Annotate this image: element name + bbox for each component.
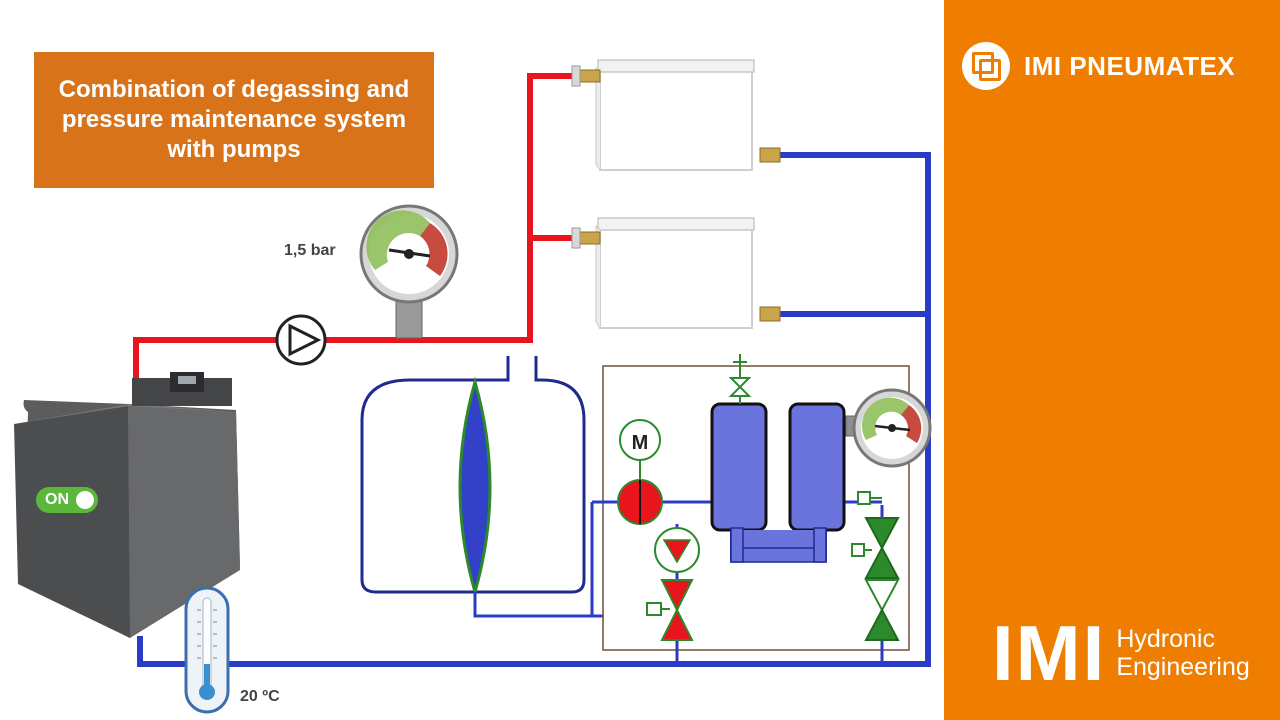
return-main-pipe (137, 152, 931, 667)
supply-main-pipe (133, 73, 583, 383)
company-name: IMI PNEUMATEX (1024, 50, 1236, 81)
title-box: Combination of degassing and pressure ma… (34, 52, 434, 188)
brand-panel: IMI PNEUMATEX IMI Hydronic Engineering (944, 0, 1280, 720)
boiler-on-toggle[interactable]: ON (36, 487, 98, 513)
solenoid-valves (851, 491, 900, 641)
on-toggle-label: ON (45, 491, 69, 508)
overflow-pump-and-valve (646, 527, 700, 641)
pump-motor-symbol (617, 419, 663, 525)
division-line-1: Hydronic (1116, 625, 1215, 653)
temperature-label: 20 ºC (240, 688, 280, 705)
vent-valve (728, 354, 752, 404)
expansion-vessel (360, 356, 604, 618)
return-pipes (137, 152, 931, 667)
toggle-knob-icon (76, 491, 94, 509)
diagram-title: Combination of degassing and pressure ma… (58, 76, 410, 163)
pneumatex-logo-icon (962, 42, 1010, 90)
circulation-pump-symbol (275, 314, 327, 366)
radiator-top (571, 59, 781, 171)
thermometer (184, 586, 230, 714)
division-line-2: Engineering (1116, 653, 1250, 681)
motor-label: M (632, 432, 649, 454)
imi-hydronic-logo: IMI Hydronic Engineering (992, 609, 1250, 697)
system-pressure-gauge (359, 204, 459, 339)
radiator-bottom (571, 217, 781, 329)
division-name: Hydronic Engineering (1116, 625, 1249, 681)
degassing-pressure-unit (590, 354, 932, 664)
brand-header: IMI PNEUMATEX (962, 42, 1235, 90)
pressure-label: 1,5 bar (284, 242, 336, 259)
unit-pressure-gauge (845, 388, 932, 468)
boiler (14, 372, 240, 638)
imi-wordmark: IMI (992, 609, 1107, 697)
